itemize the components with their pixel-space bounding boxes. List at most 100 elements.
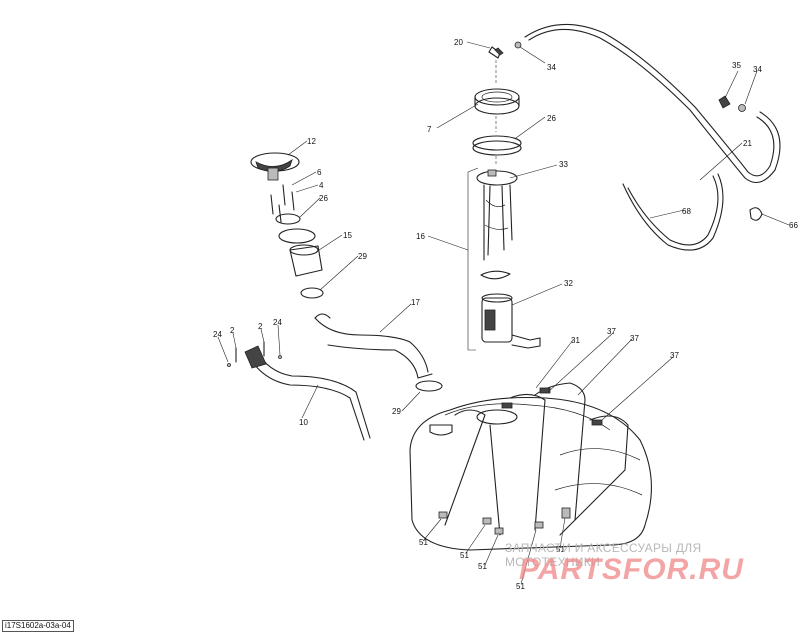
vent-hoses	[524, 23, 781, 251]
screw-24b	[278, 355, 282, 359]
fuel-pump-top	[481, 293, 513, 303]
clamp-29a	[300, 287, 324, 299]
callout-51d: 51	[516, 582, 525, 591]
callout-21: 21	[743, 139, 752, 148]
callout-51b: 51	[460, 551, 469, 560]
filler-neck-assembly	[227, 152, 443, 441]
filler-neck-mouth	[289, 244, 319, 256]
elbow-fitting-tip	[494, 47, 504, 56]
callout-20: 20	[454, 38, 463, 47]
clamp-51e	[561, 507, 571, 519]
filler-neck-15	[289, 245, 323, 277]
hose-68	[627, 175, 719, 246]
screw-24a	[227, 363, 231, 367]
clamp-51d	[534, 521, 544, 529]
pump-wires	[484, 199, 509, 230]
callout-2b: 2	[258, 322, 263, 331]
callout-24: 24	[213, 330, 222, 339]
screw-b	[278, 204, 282, 223]
gasket-26b	[275, 213, 301, 225]
pump-connector-plug	[511, 334, 541, 349]
hose-68-edge	[622, 173, 724, 251]
gasket-26	[472, 135, 522, 151]
gasket-26-lower	[472, 140, 522, 156]
pump-connector	[487, 169, 497, 177]
callout-7: 7	[427, 125, 432, 134]
pump-flange-33	[476, 170, 518, 186]
tank-top-edge	[444, 403, 611, 431]
callout-32: 32	[564, 279, 573, 288]
callout-34: 34	[547, 63, 556, 72]
fuel-cap-rim	[255, 158, 293, 172]
clamp-34b	[738, 104, 746, 112]
pump-assembly	[467, 41, 541, 351]
strap-front	[444, 409, 486, 526]
buckle-b	[501, 402, 513, 409]
callout-17: 17	[411, 298, 420, 307]
leader-lines	[217, 41, 790, 585]
pump-tubes	[483, 184, 513, 261]
fuel-cap-tab	[267, 167, 279, 181]
strap-37c	[559, 415, 629, 536]
lock-ring-inner	[481, 91, 513, 103]
fuel-pump-32	[481, 297, 513, 343]
callout-51: 51	[419, 538, 428, 547]
callout-51e: 51	[556, 545, 565, 554]
callout-26b: 26	[319, 194, 328, 203]
strap-mid	[489, 424, 501, 536]
vent-tube-10	[247, 354, 365, 441]
screw-6	[282, 184, 286, 206]
callout-2: 2	[230, 326, 235, 335]
strainer	[480, 270, 511, 280]
vent-hose-21-edge	[524, 23, 775, 177]
buckle-a	[539, 387, 551, 394]
strap-37b	[509, 393, 546, 531]
bracket-16	[467, 172, 476, 351]
callout-31: 31	[571, 336, 580, 345]
fuel-tank	[409, 382, 652, 551]
callout-labels: 20 34 7 26 33 16 32 35 34 21 68 66 12 6 …	[213, 38, 798, 591]
callout-37c: 37	[670, 351, 679, 360]
callout-33: 33	[559, 160, 568, 169]
diagram-reference-code: i17S1602a-03a-04	[2, 620, 74, 632]
callout-6: 6	[317, 168, 322, 177]
lock-ring-7-lower	[474, 97, 520, 115]
screw-4	[291, 191, 295, 211]
tie-66	[749, 207, 763, 221]
callout-4: 4	[319, 181, 324, 190]
vent-tube-10-edge	[255, 349, 371, 439]
check-valve-35	[718, 95, 731, 109]
clamp-29b	[415, 380, 443, 392]
callout-16: 16	[416, 232, 425, 241]
callout-10: 10	[299, 418, 308, 427]
callout-66: 66	[789, 221, 798, 230]
clamp-34	[514, 41, 522, 49]
bracket-16-top	[467, 167, 479, 173]
tank-body	[409, 396, 652, 551]
callout-15: 15	[343, 231, 352, 240]
watermark-tagline: ЗАПЧАСТИ И АКСЕССУАРЫ ДЛЯ МОТОТЕХНИКИ	[505, 541, 702, 569]
callout-24b: 24	[273, 318, 282, 327]
screw-a	[270, 194, 274, 215]
lock-ring-7	[474, 88, 520, 106]
tank-filler-spigot	[429, 424, 453, 436]
callout-12: 12	[307, 137, 316, 146]
fill-hose-17	[314, 317, 429, 373]
tank-contours	[554, 448, 643, 496]
callout-51c: 51	[478, 562, 487, 571]
fill-hose-17-edge	[314, 313, 433, 379]
tank-pump-opening	[476, 409, 518, 425]
vent-tube-fitting	[244, 345, 267, 369]
fuel-pump-motor	[484, 309, 496, 331]
clamp-51a	[438, 511, 448, 519]
strap-37a	[534, 382, 586, 521]
callout-68: 68	[682, 207, 691, 216]
callout-26: 26	[547, 114, 556, 123]
clamp-51c	[494, 527, 504, 535]
flange-plate	[278, 228, 316, 244]
callout-29: 29	[358, 252, 367, 261]
callout-34b: 34	[753, 65, 762, 74]
clamp-51b	[482, 517, 492, 525]
callout-37: 37	[607, 327, 616, 336]
